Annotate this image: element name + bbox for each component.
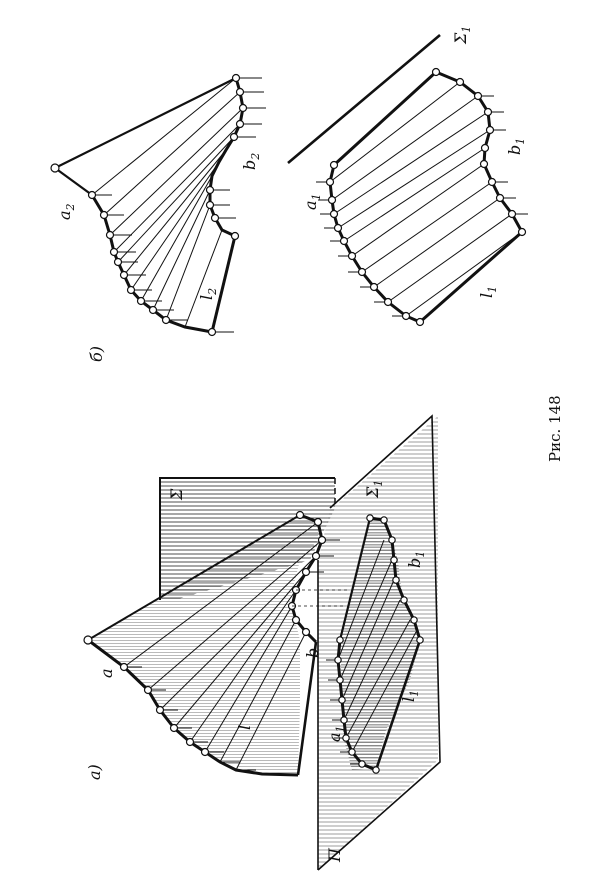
rulings-b-right: [329, 81, 523, 317]
panel-b: a2 b2 l2 a1 b1 l1 Σ1 б): [50, 26, 528, 362]
label-a1-b: a1: [301, 193, 323, 210]
cone-edge-top: [87, 514, 301, 641]
label-l1-b: l1: [477, 286, 499, 298]
panel-a: a l b Σ П Σ1 a1 b1 l1 а): [83, 414, 441, 871]
panel-label-b: б): [87, 346, 106, 362]
panel-b-right-surface: [287, 34, 528, 327]
points-b-left: [50, 73, 248, 337]
label-l1: l1: [399, 690, 421, 702]
label-pi: П: [325, 847, 344, 863]
label-sigma1-b: Σ1: [451, 26, 473, 45]
line-l1: [419, 230, 523, 324]
projectors: [292, 589, 350, 607]
label-l2: l2: [197, 288, 219, 300]
edge-apex-left: [54, 167, 93, 196]
ticks-b-left: [92, 77, 266, 333]
panel-label-a: а): [85, 764, 104, 780]
trace-sigma1: [287, 34, 441, 164]
rulings-cylinder: [337, 539, 417, 753]
label-a2: a2: [55, 203, 77, 220]
cylinder-surface: [292, 514, 424, 774]
cone-surface: [83, 510, 340, 777]
label-l: l: [235, 725, 254, 730]
line-l2: [210, 235, 237, 333]
label-a1: a1: [325, 725, 347, 742]
panel-b-left-surface: [50, 73, 266, 337]
label-b1-b: b1: [505, 138, 527, 155]
rulings-b-left: [91, 77, 244, 328]
edge-upper: [54, 77, 237, 169]
ticks-cone: [124, 539, 340, 771]
label-b2: b2: [240, 153, 262, 170]
label-b1: b1: [405, 551, 427, 568]
label-sigma: Σ: [167, 488, 186, 501]
points-b-right: [325, 67, 527, 327]
points-cylinder: [334, 514, 424, 774]
figure-caption: Рис. 148: [546, 395, 564, 462]
curve-b: [290, 513, 324, 644]
rulings-cone: [123, 521, 323, 771]
ticks-b-right: [316, 95, 528, 317]
label-b: b: [303, 648, 322, 658]
line-l: [296, 641, 318, 776]
points-cone: [83, 510, 327, 757]
label-a: a: [97, 668, 116, 678]
line-l1-a: [374, 639, 422, 771]
label-sigma1: Σ1: [363, 480, 385, 499]
